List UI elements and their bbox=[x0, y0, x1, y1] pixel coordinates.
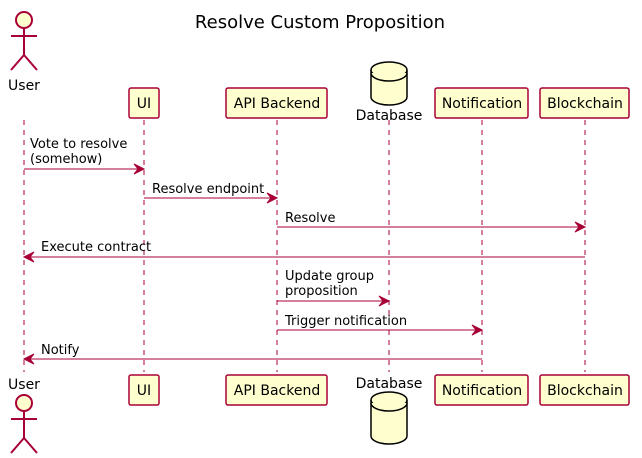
participant-label: Blockchain bbox=[547, 96, 623, 112]
actor-icon bbox=[10, 394, 38, 454]
participant-label: Notification bbox=[442, 383, 522, 399]
message-trigger-notification: Trigger notification bbox=[277, 314, 484, 336]
participant-blockchain-top: Blockchain bbox=[539, 87, 630, 119]
message-execute-contract: Execute contract bbox=[22, 240, 585, 263]
participant-ui-top: UI bbox=[128, 87, 160, 119]
message-label: Resolve endpoint bbox=[152, 182, 264, 197]
diagram-title: Resolve Custom Proposition bbox=[195, 12, 445, 33]
database-icon bbox=[370, 391, 408, 445]
database-label: Database bbox=[356, 376, 423, 392]
message-resolve: Resolve bbox=[277, 211, 587, 233]
participant-api-backend-top: API Backend bbox=[225, 87, 328, 119]
participant-label: UI bbox=[137, 96, 151, 112]
message-label: Resolve bbox=[285, 211, 335, 226]
message-update-group-proposition: Update group proposition bbox=[277, 269, 391, 307]
database-label: Database bbox=[356, 108, 423, 124]
message-vote-to-resolve: Vote to resolve (somehow) bbox=[24, 137, 146, 175]
message-label: Notify bbox=[41, 343, 80, 358]
participant-label: API Backend bbox=[234, 383, 320, 399]
message-label: Trigger notification bbox=[284, 314, 407, 329]
actor-user-bottom: User bbox=[8, 377, 40, 454]
database-bottom: Database bbox=[356, 376, 423, 445]
message-label: Update group proposition bbox=[285, 269, 378, 299]
message-label-line-1: Vote to resolve bbox=[30, 137, 127, 152]
participant-label: API Backend bbox=[234, 96, 320, 112]
message-label-line-1: Update group bbox=[285, 269, 374, 284]
participant-api-backend-bottom: API Backend bbox=[225, 374, 328, 406]
participant-notification-top: Notification bbox=[434, 87, 529, 119]
participant-label: UI bbox=[137, 383, 151, 399]
participant-label: Notification bbox=[442, 96, 522, 112]
message-resolve-endpoint: Resolve endpoint bbox=[144, 182, 279, 204]
database-top: Database bbox=[356, 61, 423, 124]
actor-user-top: User bbox=[8, 11, 40, 94]
message-label-line-2: (somehow) bbox=[30, 152, 102, 167]
participant-blockchain-bottom: Blockchain bbox=[539, 374, 630, 406]
message-label: Vote to resolve (somehow) bbox=[30, 137, 131, 167]
actor-label: User bbox=[8, 377, 40, 393]
actor-icon bbox=[10, 11, 38, 71]
participant-notification-bottom: Notification bbox=[434, 374, 529, 406]
message-notify: Notify bbox=[22, 343, 482, 365]
database-icon bbox=[370, 61, 408, 106]
participant-ui-bottom: UI bbox=[128, 374, 160, 406]
message-label: Execute contract bbox=[41, 240, 151, 255]
message-label-line-2: proposition bbox=[285, 284, 358, 299]
actor-label: User bbox=[8, 78, 40, 94]
participant-label: Blockchain bbox=[547, 383, 623, 399]
